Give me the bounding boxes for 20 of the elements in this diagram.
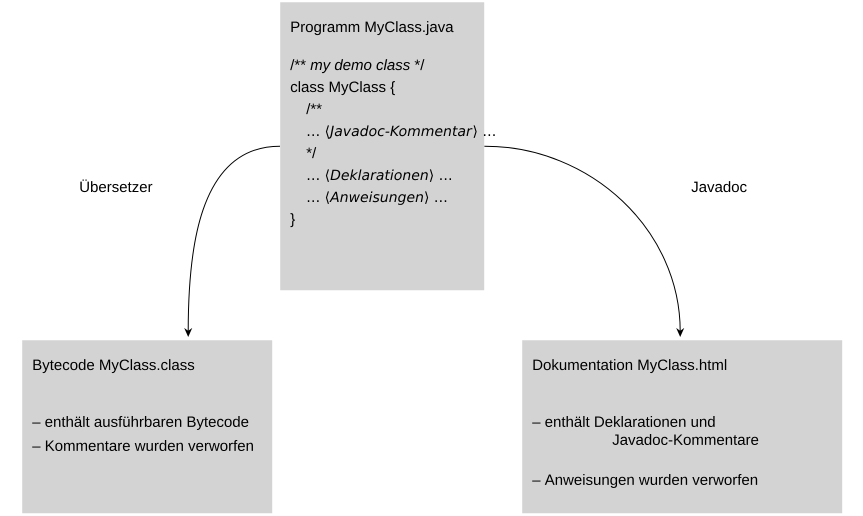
text-box: [22, 340, 272, 514]
box-title: Bytecode MyClass.class: [33, 359, 194, 374]
code-line: … ⟨Anweisungen⟩ …: [308, 191, 446, 205]
text-box: [280, 2, 495, 290]
bullet-item: – Kommentare wurden verworfen: [32, 440, 253, 451]
code-line: … ⟨Deklarationen⟩ …: [308, 169, 451, 182]
box-title: Dokumentation MyClass.html: [533, 359, 726, 374]
text-box: [522, 340, 842, 514]
edge-label: Übersetzer: [80, 179, 152, 192]
bullet-item: – enthält ausführbaren Bytecode: [32, 416, 248, 430]
bullet-item: – enthält Deklarationen und Javadoc-Kommentare: [532, 416, 758, 445]
code-line: */: [306, 147, 316, 158]
box-title: Programm MyClass.java: [291, 21, 454, 36]
code-line: class MyClass {: [290, 81, 395, 96]
code-line: }: [290, 213, 295, 228]
code-line: /**: [306, 103, 322, 114]
edge-label: Javadoc: [691, 181, 747, 192]
code-line: … ⟨Javadoc-Kommentar⟩ …: [308, 125, 495, 139]
bullet-item: – Anweisungen wurden verworfen: [532, 474, 758, 488]
code-line: /** my demo class */: [290, 59, 424, 74]
